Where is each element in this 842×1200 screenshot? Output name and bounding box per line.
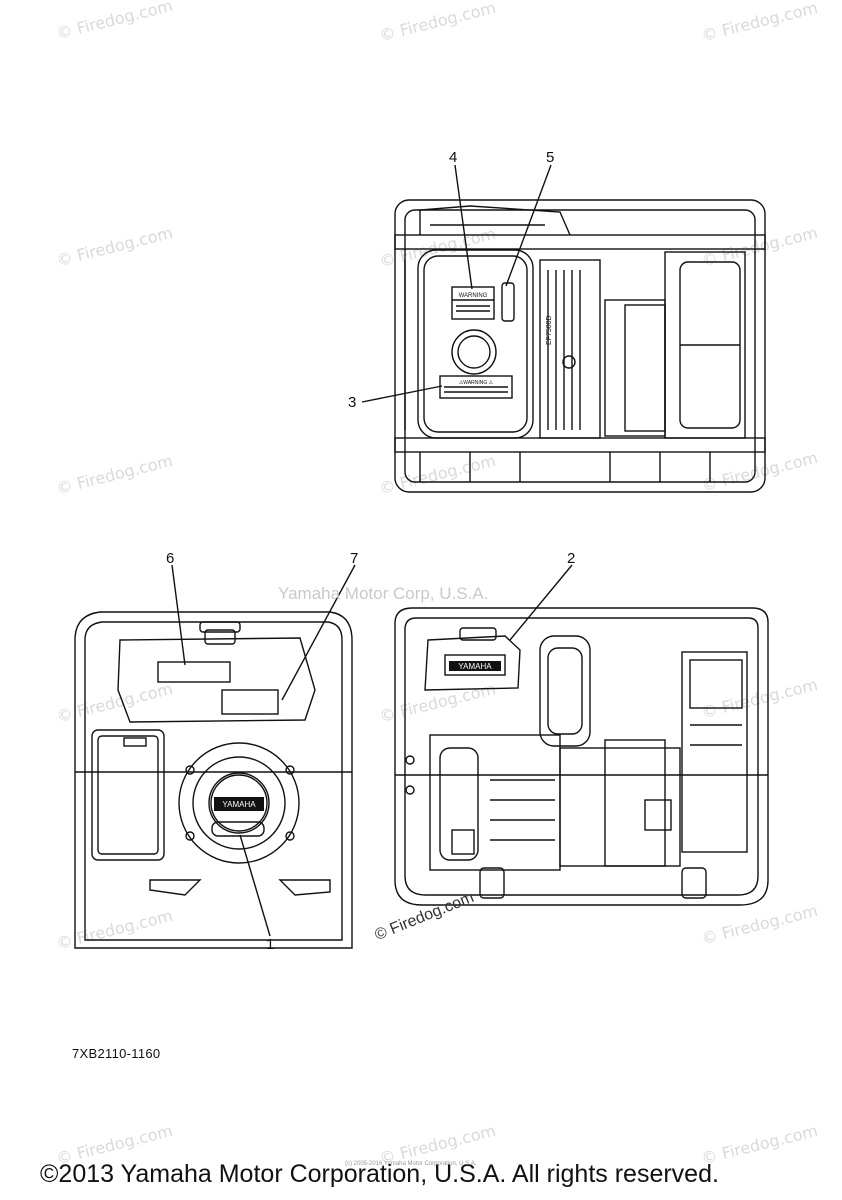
copyright-footer: ©2013 Yamaha Motor Corporation, U.S.A. A… xyxy=(40,1160,719,1188)
front-view xyxy=(74,611,353,949)
tiny-copyright-note: (c) 2005-2016 Yamaha Motor Corporation, … xyxy=(345,1161,477,1167)
yamaha-watermark: Yamaha Motor Corp, U.S.A. xyxy=(278,584,489,603)
callout-5: 5 xyxy=(546,149,555,166)
top-view xyxy=(394,199,766,493)
callout-3: 3 xyxy=(348,394,357,411)
side-view xyxy=(394,607,769,906)
callout-2: 2 xyxy=(567,550,576,567)
model-label: EF7500D xyxy=(546,315,553,345)
part-code: 7XB2110-1160 xyxy=(72,1046,161,1061)
warning-label-text: WARNING xyxy=(459,293,488,299)
callout-1: 1 xyxy=(266,936,275,953)
callout-7: 7 xyxy=(350,550,359,567)
callout-6: 6 xyxy=(166,550,175,567)
brand-label-right: YAMAHA xyxy=(458,662,492,671)
caution-label-text: ⚠WARNING ⚠ xyxy=(459,380,494,386)
callout-4: 4 xyxy=(449,149,458,166)
brand-label-left: YAMAHA xyxy=(222,800,256,809)
